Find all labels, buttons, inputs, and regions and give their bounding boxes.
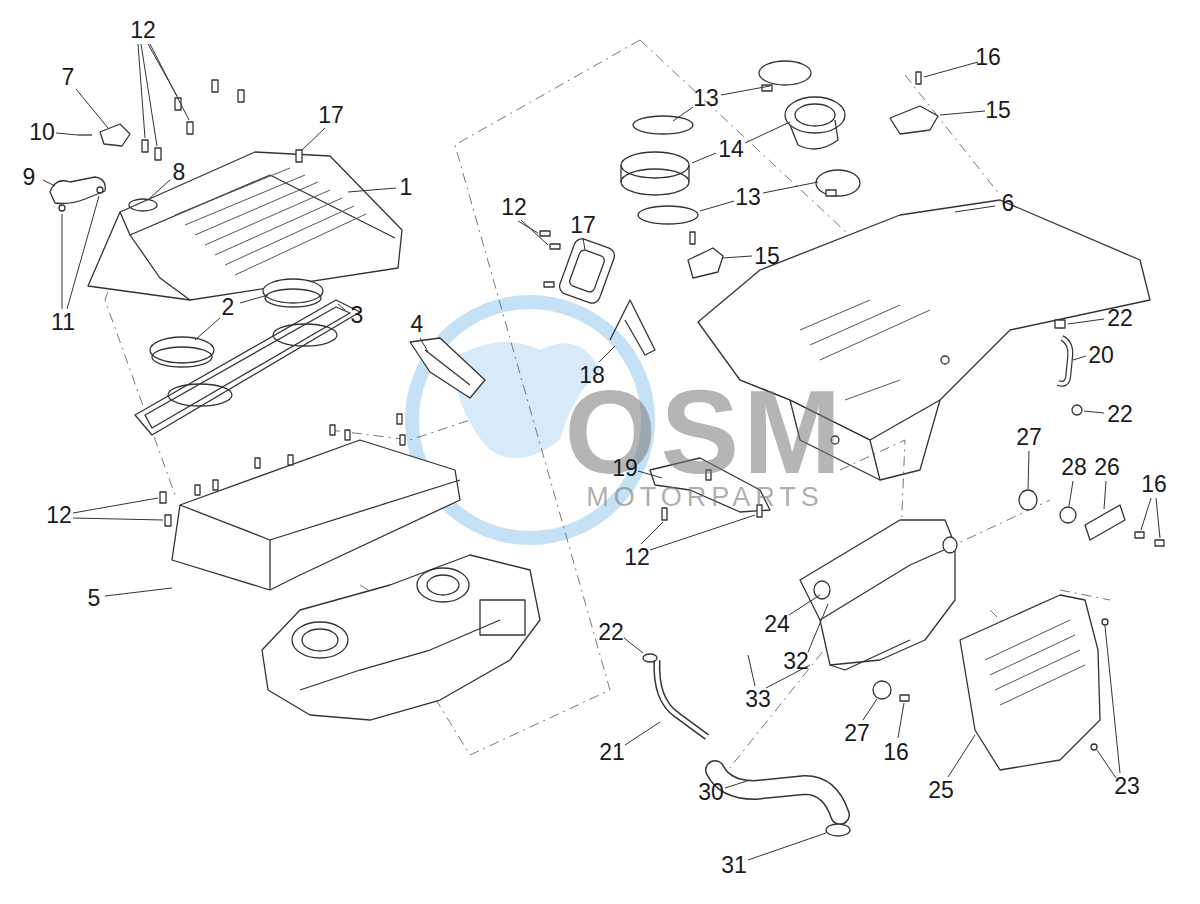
callout-number: 16 bbox=[883, 741, 909, 764]
callout-number: 16 bbox=[1141, 473, 1167, 496]
callout-number: 10 bbox=[29, 121, 55, 144]
callout-number: 5 bbox=[88, 587, 101, 610]
callout-number: 2 bbox=[222, 296, 235, 319]
watermark-text: MOTORPARTS bbox=[586, 484, 824, 511]
callout-number: 32 bbox=[783, 650, 809, 673]
callout-number: 15 bbox=[985, 99, 1011, 122]
watermark-text: OSM bbox=[565, 373, 846, 491]
callout-number: 20 bbox=[1088, 344, 1114, 367]
callout-number: 17 bbox=[318, 104, 344, 127]
callout-number: 27 bbox=[844, 722, 870, 745]
callout-number: 15 bbox=[754, 245, 780, 268]
callout-number: 26 bbox=[1094, 456, 1120, 479]
callout-number: 3 bbox=[351, 304, 364, 327]
callout-number: 31 bbox=[721, 854, 747, 877]
callout-number: 21 bbox=[599, 741, 625, 764]
callout-number: 25 bbox=[928, 779, 954, 802]
callout-number: 12 bbox=[46, 504, 72, 527]
callout-number: 13 bbox=[735, 186, 761, 209]
callout-number: 14 bbox=[718, 138, 744, 161]
callout-number: 30 bbox=[698, 781, 724, 804]
callout-number: 28 bbox=[1061, 456, 1087, 479]
callout-number: 23 bbox=[1114, 775, 1140, 798]
callout-number: 16 bbox=[975, 46, 1001, 69]
callout-number: 6 bbox=[1002, 192, 1015, 215]
callout-number: 22 bbox=[1107, 307, 1133, 330]
callout-number: 11 bbox=[51, 311, 75, 334]
callout-number: 9 bbox=[23, 166, 36, 189]
callout-number: 27 bbox=[1016, 426, 1042, 449]
callout-number: 22 bbox=[1107, 403, 1133, 426]
callout-number: 22 bbox=[598, 621, 624, 644]
callout-number: 17 bbox=[570, 214, 596, 237]
callout-number: 4 bbox=[411, 313, 424, 336]
callout-number: 1 bbox=[400, 176, 413, 199]
callout-number: 12 bbox=[624, 546, 650, 569]
callout-number: 24 bbox=[764, 613, 790, 636]
callout-number: 8 bbox=[173, 161, 186, 184]
callout-number: 12 bbox=[501, 196, 527, 219]
callout-number: 33 bbox=[745, 688, 771, 711]
callout-number: 19 bbox=[612, 457, 638, 480]
callout-number: 7 bbox=[62, 66, 75, 89]
callout-number: 12 bbox=[130, 19, 156, 42]
callout-number: 13 bbox=[693, 87, 719, 110]
